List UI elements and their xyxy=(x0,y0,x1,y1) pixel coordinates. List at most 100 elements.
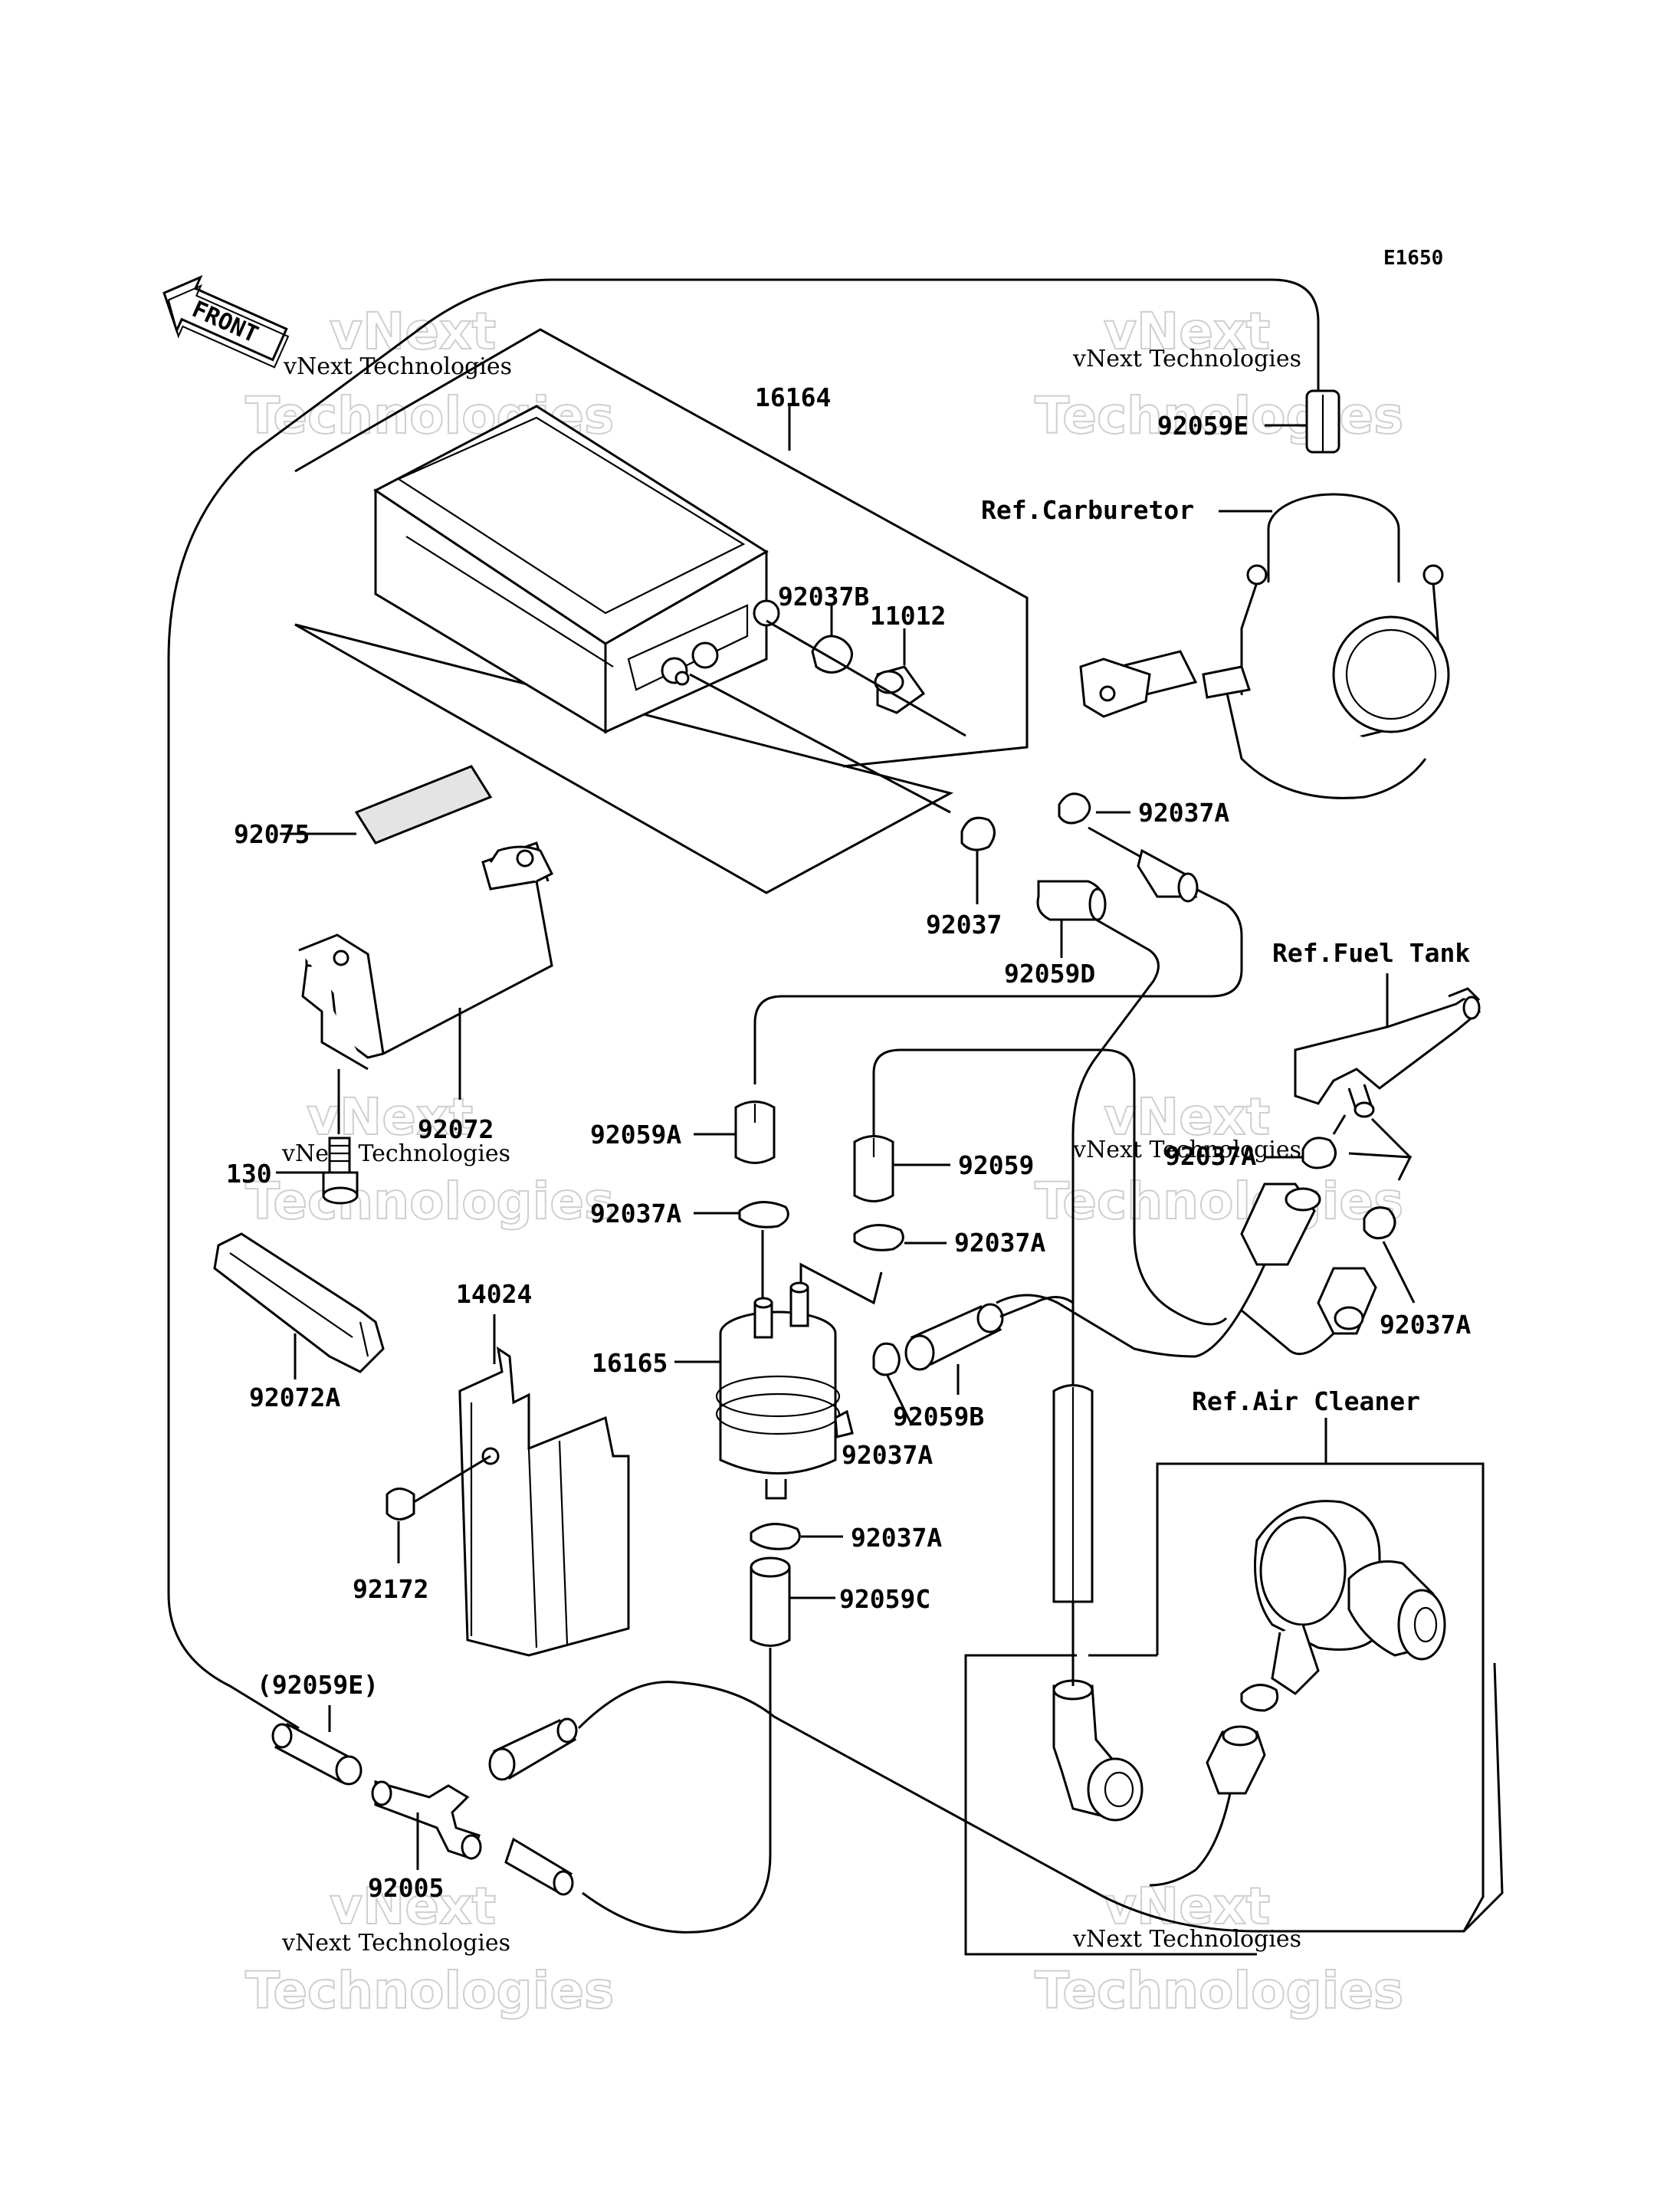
label-11012: 11012 xyxy=(870,601,946,631)
label-92037: 92037 xyxy=(926,910,1002,940)
label-16165: 16165 xyxy=(592,1348,668,1378)
pad-92075-icon xyxy=(354,765,493,845)
label-92059A: 92059A xyxy=(590,1120,681,1150)
watermark-text: vNext Technologies xyxy=(1072,346,1301,372)
clamp-92037-icon xyxy=(960,816,996,851)
hose-line-tank-5 xyxy=(1241,1309,1335,1356)
hose-line-92059 xyxy=(872,1048,1228,1326)
hose-line-6 xyxy=(753,995,1134,1084)
hose-line-92059B xyxy=(999,1296,1074,1318)
watermark-top-right: vNext vNext Technologies Technologies xyxy=(1034,301,1404,446)
bracket-92072-icon xyxy=(298,841,554,1071)
clamp-92037A-left-icon xyxy=(738,1201,789,1228)
watermark-text: Technologies xyxy=(1035,1961,1403,2020)
hose-line-5 xyxy=(1071,918,1160,1387)
hose-92059C-icon xyxy=(750,1556,791,1647)
clamp-92037B-icon xyxy=(811,605,853,674)
carburetor-icon xyxy=(1079,493,1450,799)
watermark-text: vNext xyxy=(330,1877,496,1936)
watermark-text: Technologies xyxy=(1035,1172,1403,1231)
label-92037A-right2: 92037A xyxy=(1380,1310,1471,1340)
hose-92059D-icon xyxy=(1036,880,1107,921)
hose-air-cleaner-icon xyxy=(1206,1725,1266,1795)
label-92037B: 92037B xyxy=(778,582,869,612)
hose-line-tank-2 xyxy=(1370,1117,1412,1159)
watermark-text: Technologies xyxy=(245,1961,614,2020)
hose-92059-icon xyxy=(853,1135,894,1202)
label-ref-air-cleaner: Ref.Air Cleaner xyxy=(1192,1386,1420,1416)
hose-tank-upper-icon xyxy=(1240,1183,1321,1266)
label-92059E-ref: (92059E) xyxy=(257,1670,379,1700)
hose-tank-lower-icon xyxy=(1317,1267,1377,1335)
hose-92059E-ref-icon xyxy=(271,1722,363,1786)
clamp-92037A-low1-icon xyxy=(872,1342,901,1376)
label-16164: 16164 xyxy=(755,382,831,412)
strap-92072A-icon xyxy=(213,1232,385,1373)
label-130: 130 xyxy=(226,1159,272,1189)
watermark-text: Technologies xyxy=(1035,386,1403,445)
hose-line-1 xyxy=(689,673,951,814)
watermark-text: vNext xyxy=(1104,302,1270,361)
watermark-text: vNext xyxy=(1104,1087,1270,1146)
clamp-air-cleaner-icon xyxy=(1240,1684,1279,1712)
clamp-92037A-right1-icon xyxy=(1301,1137,1337,1169)
label-14024: 14024 xyxy=(456,1279,532,1309)
leader-92037A-right2 xyxy=(1382,1241,1416,1304)
hose-line-92059C xyxy=(582,1648,772,1934)
label-92075: 92075 xyxy=(234,819,310,849)
hose-92059B-icon xyxy=(904,1303,1004,1371)
clamp-92037A-top-icon xyxy=(1058,792,1091,825)
hose-line-tank-3 xyxy=(1348,1152,1413,1181)
label-92072A: 92072A xyxy=(249,1383,340,1412)
tee-92005-icon xyxy=(371,1780,482,1860)
label-92037A-low2: 92037A xyxy=(851,1523,942,1553)
hose-line-air-cleaner xyxy=(1149,1793,1232,1887)
screw-92172-icon xyxy=(386,1455,491,1520)
watermark-mid-right: vNext vNext Technologies Technologies xyxy=(1034,1087,1404,1232)
bolt-130-icon xyxy=(322,1069,359,1205)
air-cleaner-icon xyxy=(1254,1500,1446,1695)
front-arrow-icon: FRONT xyxy=(162,274,290,369)
label-92037A-mid: 92037A xyxy=(954,1228,1045,1258)
hose-line-tank-1 xyxy=(1332,1114,1347,1135)
label-ref-fuel-tank: Ref.Fuel Tank xyxy=(1272,938,1470,968)
hose-tee-lower-icon xyxy=(504,1837,574,1896)
label-92059: 92059 xyxy=(958,1150,1034,1180)
watermark-bottom-left: vNext vNext Technologies Technologies xyxy=(244,1876,615,2021)
watermark-text: vNext Technologies xyxy=(281,1140,510,1167)
hose-line-4 xyxy=(1134,880,1243,998)
watermark-text: Technologies xyxy=(245,1172,614,1231)
cover-14024-icon xyxy=(458,1346,630,1657)
fuel-tank-icon xyxy=(1294,987,1481,1118)
cap-11012-icon xyxy=(874,628,926,714)
watermark-text: vNext Technologies xyxy=(281,1930,510,1957)
watermark-bottom-right: vNext vNext Technologies Technologies xyxy=(1034,1876,1404,2021)
label-ref-carburetor: Ref.Carburetor xyxy=(981,495,1194,525)
canister-icon xyxy=(373,405,780,734)
air-cleaner-box xyxy=(964,1462,1485,1956)
watermark-text: vNext xyxy=(1104,1877,1270,1936)
hose-vertical-long-icon xyxy=(1052,1384,1094,1603)
hose-line-pump-2 xyxy=(799,1262,883,1310)
hose-92059A-icon xyxy=(734,1100,776,1164)
hose-line-tank-4 xyxy=(996,1264,1266,1358)
watermark-text: vNext Technologies xyxy=(1072,1137,1301,1163)
hose-line-2 xyxy=(766,619,966,737)
label-92037A-low1: 92037A xyxy=(842,1440,933,1470)
hose-short-top-icon xyxy=(1137,848,1199,903)
watermark-text: vNext Technologies xyxy=(1072,1926,1301,1953)
leader-92037A-low1 xyxy=(886,1375,914,1426)
hose-line-tee-upper xyxy=(577,1662,1504,1933)
watermark-mid-left: vNext vNext Technologies Technologies xyxy=(244,1087,615,1232)
clamp-92037A-mid-icon xyxy=(853,1224,904,1251)
label-92172: 92172 xyxy=(353,1574,428,1604)
label-92037A-top: 92037A xyxy=(1138,798,1229,828)
clamp-92037A-right2-icon xyxy=(1363,1206,1396,1240)
watermark-text: vNext xyxy=(330,302,496,361)
label-92037A-right1: 92037A xyxy=(1165,1141,1256,1171)
elbow-fitting-icon xyxy=(1052,1679,1144,1822)
label-92072: 92072 xyxy=(418,1114,494,1144)
fuel-pump-16165-icon xyxy=(715,1281,854,1500)
